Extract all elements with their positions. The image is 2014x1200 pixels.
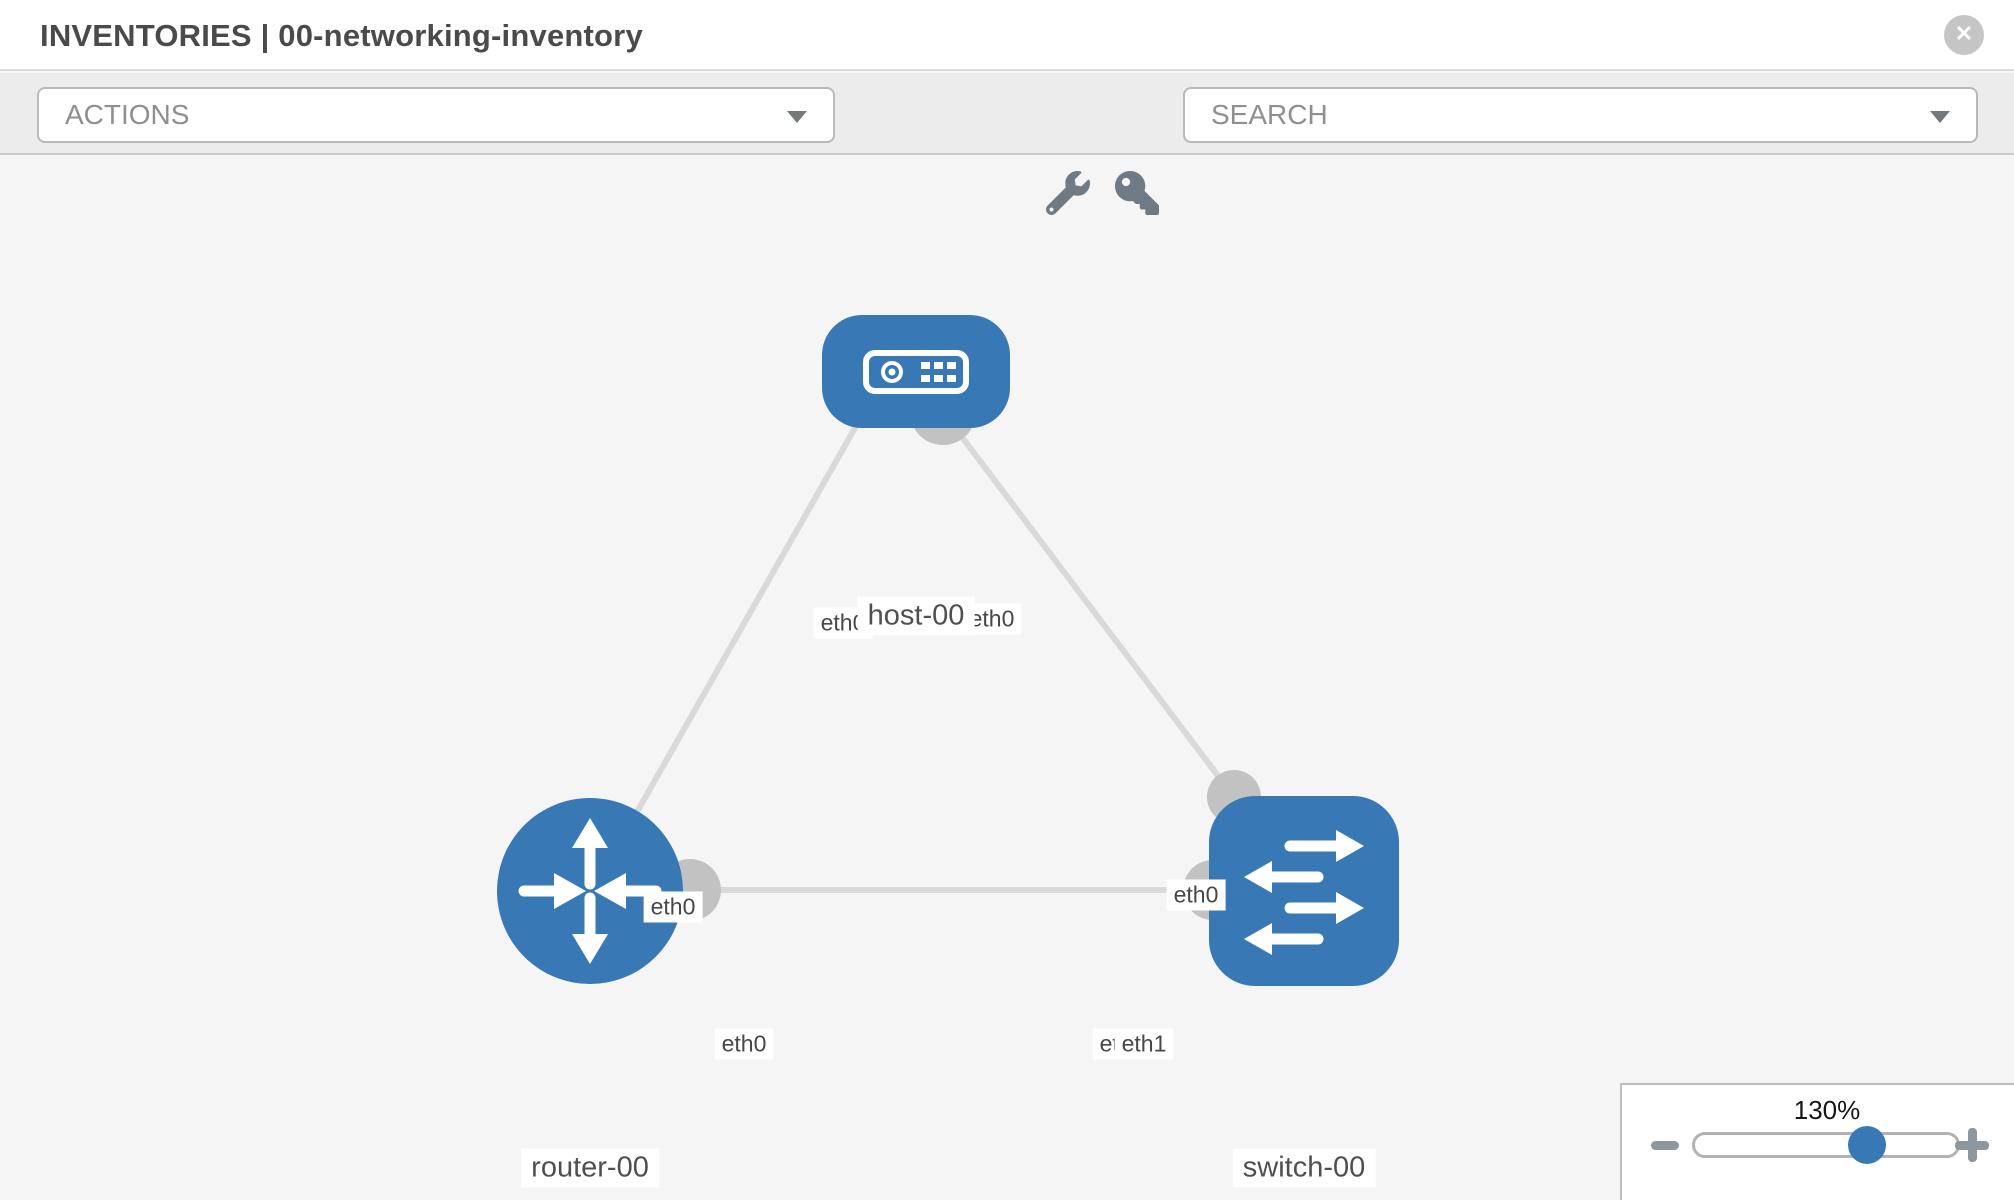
zoom-slider-knob[interactable] <box>1848 1126 1886 1164</box>
node-label-router: router-00 <box>521 1148 659 1188</box>
topology-svg <box>497 315 1399 986</box>
link-host-switch[interactable] <box>940 410 1237 799</box>
zoom-slider[interactable] <box>1692 1132 1960 1158</box>
zoom-level-value: 130% <box>1793 1095 1861 1125</box>
switch-arrowheads <box>1244 830 1364 955</box>
actions-dropdown-label: ACTIONS <box>65 99 190 130</box>
credentials-button[interactable] <box>1111 167 1163 219</box>
close-icon: ✕ <box>1954 21 1974 46</box>
page-title: INVENTORIES | 00-networking-inventory <box>40 18 643 53</box>
search-dropdown-label: SEARCH <box>1211 99 1328 130</box>
zoom-out-button[interactable] <box>1651 1141 1679 1150</box>
key-icon <box>1115 171 1159 215</box>
toolbar: ACTIONS SEARCH <box>0 73 2014 215</box>
actions-dropdown[interactable]: ACTIONS <box>37 87 835 143</box>
node-host-00[interactable] <box>822 315 1010 428</box>
tools-button[interactable] <box>1042 167 1094 219</box>
link-host-router[interactable] <box>634 396 875 814</box>
interface-label-router-switch-routerend: eth0 <box>714 1028 774 1060</box>
close-button[interactable]: ✕ <box>1944 15 1984 55</box>
host-icon <box>863 350 969 394</box>
zoom-in-button[interactable] <box>1955 1128 1989 1162</box>
node-router-00[interactable] <box>497 798 683 984</box>
router-arrowheads <box>554 818 626 964</box>
router-arrows-icon <box>518 838 662 944</box>
wrench-icon <box>1046 171 1090 215</box>
interface-label-host-switch-switchend: eth0 <box>1166 879 1226 911</box>
chevron-down-icon <box>1930 111 1950 123</box>
interface-label-host-router-routerend: eth0 <box>643 891 703 923</box>
interface-label-router-switch-switchend: eth1 <box>1114 1028 1174 1060</box>
chevron-down-icon <box>787 111 807 123</box>
zoom-control-panel: 130% <box>1620 1083 2014 1200</box>
search-dropdown[interactable]: SEARCH <box>1183 87 1978 143</box>
header-bar: INVENTORIES | 00-networking-inventory ✕ <box>0 0 2014 71</box>
node-label-switch: switch-00 <box>1232 1148 1376 1188</box>
switch-arrows-icon <box>1262 840 1346 945</box>
node-label-host: host-00 <box>857 596 975 636</box>
topology-canvas[interactable]: host-00 router-00 switch-00 eth0 eth0 et… <box>0 155 2014 1200</box>
plus-icon <box>1968 1128 1977 1162</box>
node-switch-00[interactable] <box>1209 796 1399 986</box>
